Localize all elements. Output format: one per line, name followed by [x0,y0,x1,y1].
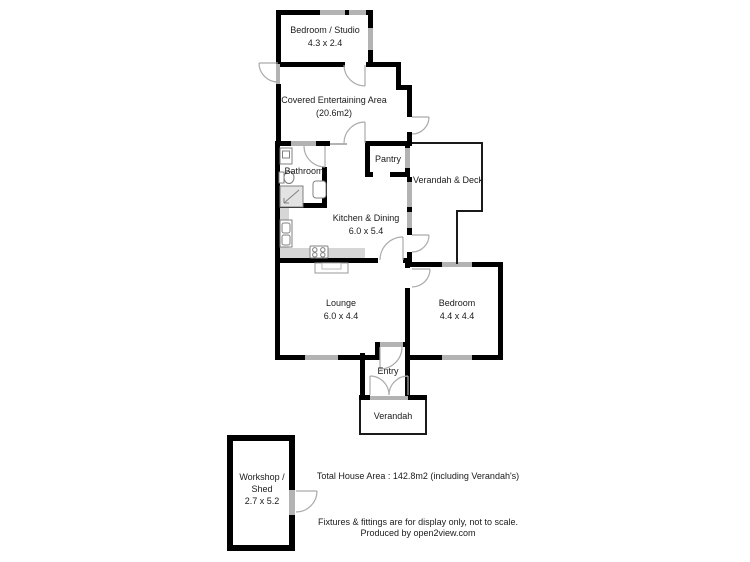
window-marker [442,262,472,267]
window-marker [368,28,373,50]
room-dims-covered-area: (20.6m2) [315,108,353,118]
deck-wall [456,210,458,264]
wall-segment [407,252,412,262]
window-marker [305,355,338,360]
room-label-verandah-deck: Verandah & Deck [412,175,484,185]
door-sill [289,490,295,515]
room-dims-bedroom-studio: 4.3 x 2.4 [307,38,343,48]
room-label-bedroom-studio: Bedroom / Studio [290,25,360,35]
total-house-area-text: Total House Area : 142.8m2 (including Ve… [316,471,520,481]
wall-segment [405,342,410,400]
wall-segment [359,395,370,400]
door-arc-covered-east [411,116,430,135]
wall-segment [227,435,295,441]
wall-segment [365,172,373,177]
room-dims-bedroom: 4.4 x 4.4 [439,311,475,321]
kitchen-bench [280,208,289,252]
room-label-bedroom: Bedroom [438,298,476,308]
disclaimer-text: Fixtures & fittings are for display only… [318,517,518,527]
verandah-wall [359,400,361,435]
wall-segment [390,172,410,177]
wall-segment [407,207,412,212]
room-dims-lounge: 6.0 x 4.4 [323,311,359,321]
wall-segment [365,141,412,146]
wall-segment [498,262,503,360]
wall-segment [408,395,427,400]
room-label-covered-area: Covered Entertaining Area [281,95,387,105]
wall-segment [403,258,412,263]
verandah-wall [359,433,427,435]
door-arc-studio [343,64,366,87]
door-arc-kitchen-deck [411,234,430,253]
bathroom-sink-bowl [282,150,290,159]
wall-segment [405,262,410,268]
wall-segment [276,62,345,67]
room-label-lounge: Lounge [325,298,357,308]
room-label-entry: Entry [377,366,399,376]
wall-segment [289,515,295,551]
bathroom-sink [279,147,293,165]
wall-segment [405,288,410,355]
wall-segment [407,85,412,117]
door-sill [370,396,408,400]
window-marker [442,355,472,360]
room-label-pantry: Pantry [374,154,402,164]
wall-segment [366,62,401,67]
wall-segment [407,177,412,182]
room-label-kitchen-dining: Kitchen & Dining [332,213,400,223]
wall-segment [275,258,378,263]
door-arc-workshop [295,490,318,513]
door-arc-kitchen-lounge [379,236,404,261]
fireplace [314,262,349,274]
door-sill [276,64,280,84]
window-marker [407,212,412,228]
wall-segment [289,435,295,490]
wall-segment [276,84,281,141]
deck-wall [481,142,483,212]
wall-segment [375,342,380,357]
wall-segment [396,85,412,90]
door-arc-verandah-left [369,375,390,396]
kitchen-bench [280,248,365,258]
window-marker [405,148,410,168]
threshold-line [330,143,347,145]
room-label-bathroom: Bathroom [284,166,324,176]
room-label-workshop-2: Shed [251,484,273,494]
deck-wall [456,210,483,212]
door-arc-bathroom [303,145,326,168]
wall-segment [227,545,295,551]
fireplace-inner [321,262,342,270]
room-dims-workshop: 2.7 x 5.2 [244,496,280,506]
window-marker [407,182,412,207]
wall-segment [276,10,281,67]
producer-text: Produced by open2view.com [360,528,476,538]
room-label-workshop: Workshop / [239,472,285,482]
verandah-wall [425,400,427,435]
wall-segment [365,141,370,177]
wall-segment [275,141,280,360]
wall-segment [407,132,412,146]
wall-segment [407,228,412,235]
door-sill [380,342,403,347]
door-arc-covered-kitchen [343,121,366,144]
window-marker [291,141,316,146]
room-label-verandah: Verandah [373,411,413,421]
window-marker [320,10,345,15]
shower-line [283,189,300,204]
room-dims-kitchen-dining: 6.0 x 5.4 [348,226,384,236]
wall-segment [360,353,365,400]
wall-segment [227,435,233,551]
window-marker [349,10,366,15]
deck-wall [412,142,483,144]
door-arc-bedroom [411,268,431,288]
wall-segment [396,62,401,90]
